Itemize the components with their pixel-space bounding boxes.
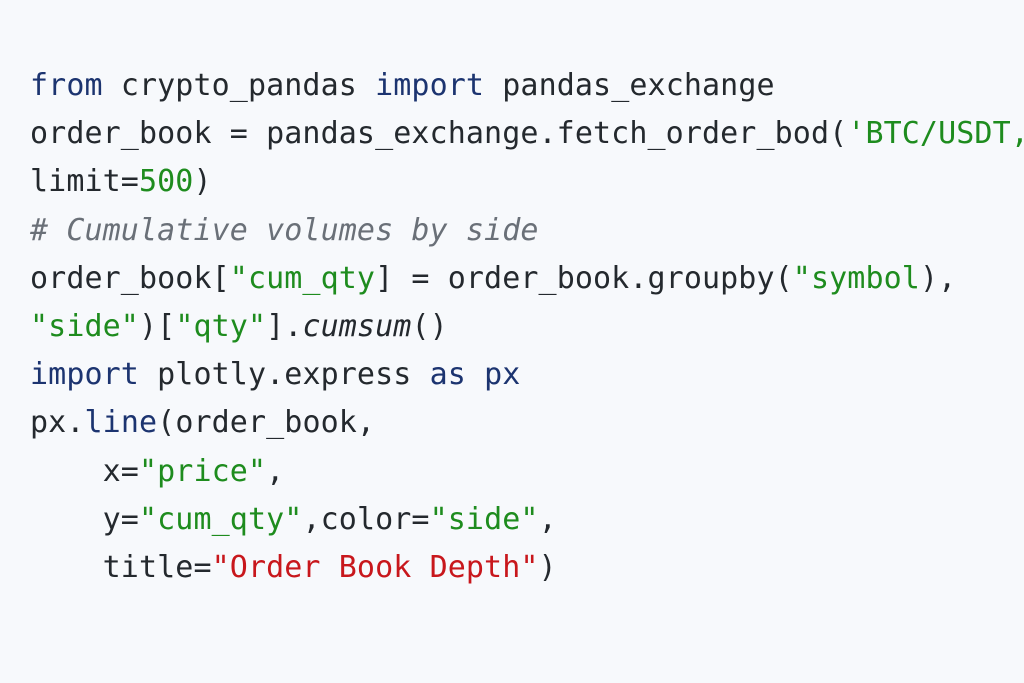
code-token: order_book[ [30,260,230,296]
code-token: import [375,68,485,103]
code-token: ] = order_book.groupby( [375,260,793,296]
code-line: title="Order Book Depth") [30,544,1024,592]
code-token: ), [919,260,957,296]
code-token: "side" [429,501,539,537]
code-token: ) [193,164,212,200]
code-token: "Order Book Depth" [211,549,539,585]
code-line: y="cum_qty",color="side", [30,496,1024,544]
code-line: # Cumulative volumes by side [30,207,1024,255]
code-line: from crypto_pandas import pandas_exchang… [30,62,1024,110]
code-token: # Cumulative volumes by side [30,212,539,248]
code-line: x="price", [30,448,1024,496]
code-token: line [84,405,158,441]
code-token: )[ [138,308,176,344]
code-token: "symbol [792,260,920,296]
code-snippet: from crypto_pandas import pandas_exchang… [30,62,1024,592]
code-line: limit=500) [30,158,1024,206]
code-line: order_book = pandas_exchange.fetch_order… [30,110,1024,158]
code-line: order_book["cum_qty] = order_book.groupb… [30,255,1024,303]
code-token: "side" [30,308,139,344]
code-line: px.line(order_book, [30,399,1024,447]
code-token: cumsum [302,308,412,344]
code-token: ]. [266,308,303,344]
code-token: 'BTC/USDT, [847,116,1024,152]
code-token: import [30,357,139,393]
code-token: "cum_qty" [138,501,303,537]
code-line: import plotly.express as px [30,351,1024,399]
code-token: from [30,68,103,103]
code-token: "cum_qty [229,260,376,296]
code-token: title= [30,549,212,585]
code-token: "qty" [175,308,267,344]
code-token: , [538,501,557,537]
code-token: order_book = pandas_exchange.fetch_order… [30,116,848,152]
code-token: pandas_exchange [484,68,775,103]
code-token: () [411,308,448,344]
code-token: px. [30,405,85,441]
code-token: plotly.express [138,357,430,393]
code-token: (order_book, [157,405,376,441]
code-token: crypto_pandas [102,68,376,103]
code-token: x= [30,453,139,489]
code-token: px [465,357,521,393]
code-line: "side")["qty"].cumsum() [30,303,1024,351]
code-token: ,color= [302,501,430,537]
code-token: 500 [138,164,194,200]
code-token: limit= [30,164,139,200]
code-token: "price" [138,453,267,489]
code-token: y= [30,501,139,537]
code-token: as [429,357,466,393]
code-token: ) [538,549,557,585]
code-token: , [266,453,285,489]
